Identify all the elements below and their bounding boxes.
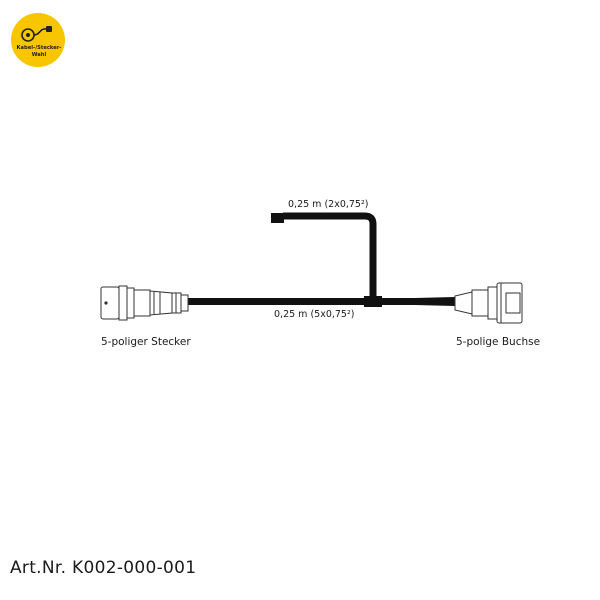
right-connector-label: 5-polige Buchse	[456, 336, 541, 348]
junction	[364, 296, 382, 307]
branch-cable-label: 0,25 m (2x0,75²)	[288, 199, 369, 210]
main-cable-label: 0,25 m (5x0,75²)	[274, 309, 355, 320]
brand-logo: Kabel-/Stecker- Wahl	[11, 13, 65, 67]
main-cable	[188, 298, 452, 305]
logo-text-line2: Wahl	[32, 52, 47, 58]
branch-cable	[283, 212, 377, 300]
right-connector-socket	[454, 282, 523, 324]
article-number: Art.Nr. K002-000-001	[10, 558, 197, 578]
branch-end-terminal	[271, 213, 284, 223]
plug-icon	[21, 26, 52, 42]
left-connector-label: 5-poliger Stecker	[101, 336, 191, 348]
left-connector-plug	[100, 285, 189, 321]
logo-text-line1: Kabel-/Stecker-	[17, 45, 62, 51]
right-cable-taper	[415, 297, 455, 306]
